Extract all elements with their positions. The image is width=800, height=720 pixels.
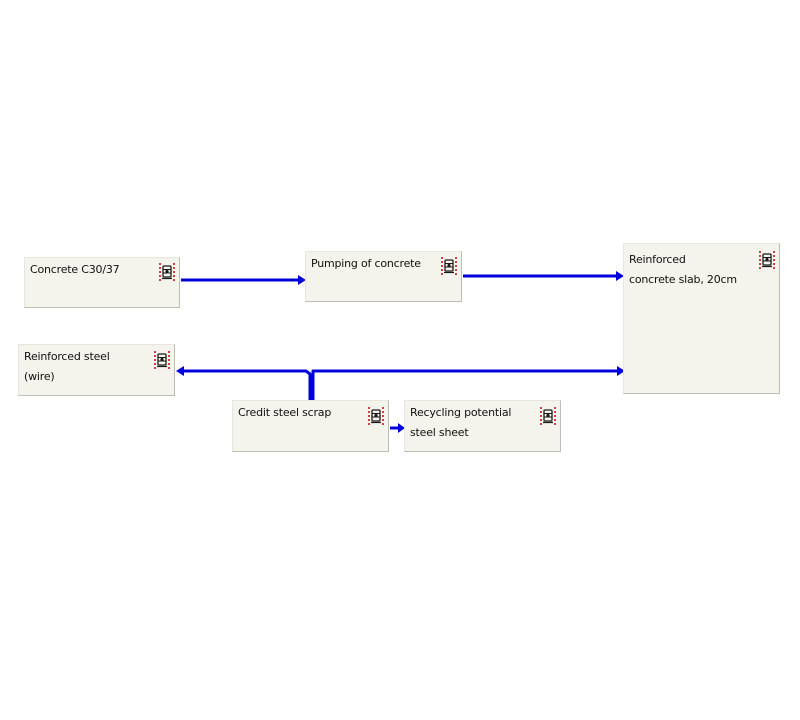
process-node-slab[interactable]: Reinforced concrete slab, 20cm [623, 243, 780, 394]
process-node-label: Reinforced concrete slab, 20cm [629, 253, 737, 286]
process-node-pumping[interactable]: Pumping of concrete [305, 251, 462, 302]
process-node-label: Concrete C30/37 [30, 263, 120, 276]
process-node-label: Pumping of concrete [311, 257, 421, 270]
process-node-label: Credit steel scrap [238, 406, 332, 419]
process-icon [367, 406, 385, 426]
flow-arrowhead [176, 366, 184, 376]
flow-line [183, 369, 312, 400]
process-icon [158, 262, 176, 282]
process-node-concrete[interactable]: Concrete C30/37 [24, 257, 180, 308]
process-icon [758, 250, 776, 270]
process-icon [440, 256, 458, 276]
process-node-credit[interactable]: Credit steel scrap [232, 400, 389, 452]
process-icon [153, 350, 171, 370]
process-node-steel[interactable]: Reinforced steel (wire) [18, 344, 175, 396]
process-node-label: Recycling potential steel sheet [410, 406, 512, 439]
flow-line [311, 369, 618, 400]
process-node-label: Reinforced steel (wire) [24, 350, 110, 383]
process-icon [539, 406, 557, 426]
process-node-recycling[interactable]: Recycling potential steel sheet [404, 400, 561, 452]
